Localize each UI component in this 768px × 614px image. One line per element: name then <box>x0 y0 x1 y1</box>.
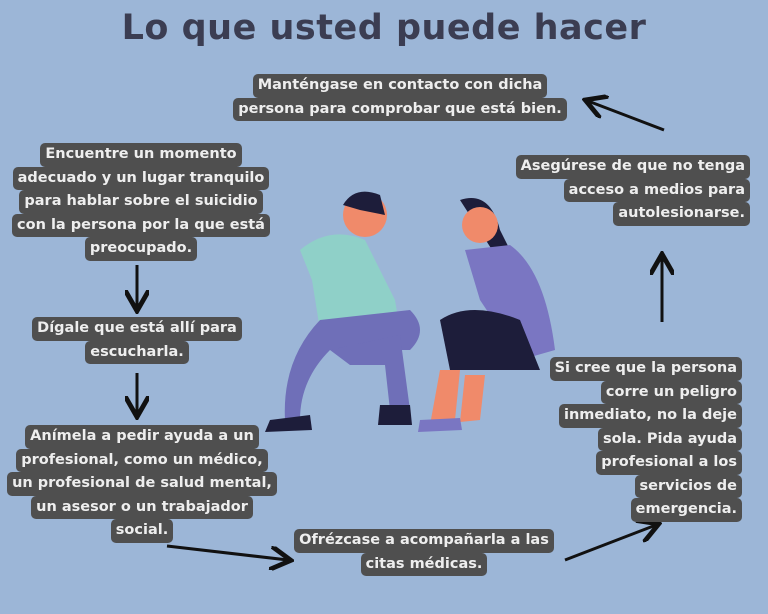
step-line: corre un peligro <box>600 380 742 404</box>
step-line: inmediato, no la deje <box>559 404 742 428</box>
step-restrict-means: Asegúrese de que no tenga acceso a medio… <box>490 155 750 226</box>
step-line: social. <box>110 519 174 543</box>
step-line: acceso a medios para <box>563 178 750 202</box>
woman-figure <box>418 198 555 432</box>
step-line: un asesor o un trabajador <box>31 495 253 519</box>
step-line: servicios de <box>634 474 742 498</box>
man-figure <box>265 191 420 432</box>
step-line: profesional a los <box>596 451 742 475</box>
step-line: Encuentre un momento <box>40 143 242 167</box>
step-line: Anímela a pedir ayuda a un <box>25 425 259 449</box>
step-line: adecuado y un lugar tranquilo <box>12 166 270 190</box>
step-line: un profesional de salud mental, <box>7 472 277 496</box>
step-accompany: Ofrézcase a acompañarla a las citas médi… <box>284 529 564 576</box>
step-line: Asegúrese de que no tenga <box>515 155 750 179</box>
arrow-means-to-contact <box>588 101 665 132</box>
step-encourage-help: Anímela a pedir ayuda a un profesional, … <box>0 425 284 543</box>
step-line: para hablar sobre el suicidio <box>19 190 263 214</box>
arrow-accompany-to-danger <box>564 525 656 562</box>
step-line: Si cree que la persona <box>549 357 742 381</box>
arrow-encourage-to-accompany <box>166 544 288 560</box>
step-line: emergencia. <box>630 498 742 522</box>
page-title: Lo que usted puede hacer <box>121 8 647 48</box>
step-line: profesional, como un médico, <box>16 448 268 472</box>
step-immediate-danger: Si cree que la persona corre un peligro … <box>502 357 742 522</box>
step-line: preocupado. <box>84 237 198 261</box>
step-line: Ofrézcase a acompañarla a las <box>294 529 554 553</box>
step-line: persona para comprobar que está bien. <box>233 97 567 121</box>
step-line: sola. Pida ayuda <box>598 427 742 451</box>
step-line: con la persona por la que está <box>12 213 270 237</box>
step-tell-them: Dígale que está allí para escucharla. <box>0 317 274 364</box>
step-find-moment: Encuentre un momento adecuado y un lugar… <box>0 143 282 261</box>
step-line: Manténgase en contacto con dicha <box>252 74 548 98</box>
step-line: autolesionarse. <box>613 202 750 226</box>
step-stay-in-contact: Manténgase en contacto con dicha persona… <box>200 74 600 121</box>
step-line: escucharla. <box>85 340 189 364</box>
step-line: Dígale que está allí para <box>32 317 242 341</box>
step-line: citas médicas. <box>360 552 488 576</box>
